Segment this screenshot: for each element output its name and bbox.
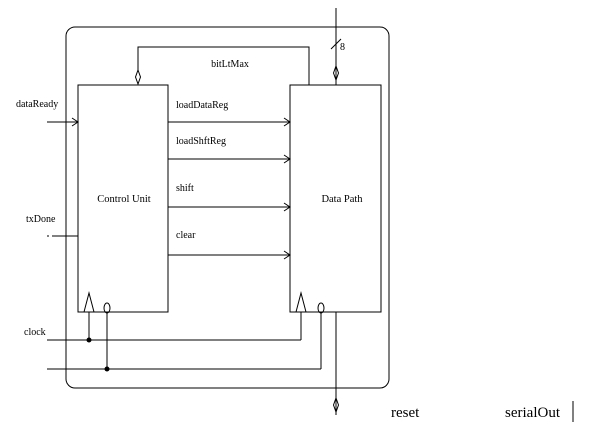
control-unit-label: Control Unit (97, 194, 150, 205)
clear-signal: clear (168, 230, 291, 260)
clear-label: clear (176, 230, 196, 241)
shift-label: shift (176, 183, 194, 194)
serial-out-label: serialOut (505, 405, 561, 421)
serial-out-wire (332, 312, 340, 415)
system-enclosure (65, 26, 390, 389)
load-shft-reg-label: loadShftReg (176, 136, 226, 147)
reset-net (47, 302, 325, 372)
bit-lt-max-wire (137, 46, 310, 85)
clock-junction-dot (86, 337, 92, 343)
tx-done-input: txDone (26, 214, 78, 237)
reset-junction-dot (104, 366, 110, 372)
bit-lt-max-input-marker (134, 68, 142, 86)
load-shft-reg-signal: loadShftReg (168, 136, 291, 164)
control-unit-reset-bubble (103, 302, 111, 314)
shift-signal: shift (168, 183, 291, 212)
control-unit-block (77, 84, 169, 313)
control-unit-clock-marker (83, 291, 95, 313)
clock-net: clock (24, 291, 307, 343)
reset-label: reset (391, 405, 420, 421)
load-data-reg-label: loadDataReg (176, 100, 228, 111)
bus-width-slash (330, 38, 342, 50)
bus-width-label: 8 (340, 42, 345, 53)
clock-label: clock (24, 327, 46, 338)
data-path-clock-marker (295, 291, 307, 313)
data-bus-8bit: 8 (330, 8, 345, 85)
data-path-label: Data Path (321, 194, 363, 205)
load-data-reg-signal: loadDataReg (168, 100, 291, 127)
bit-lt-max-label: bitLtMax (211, 59, 249, 70)
serial-out-marker (332, 396, 340, 414)
data-bus-input-marker (332, 64, 340, 82)
data-ready-input: dataReady (16, 99, 79, 127)
tx-done-label: txDone (26, 214, 56, 225)
data-ready-label: dataReady (16, 99, 58, 110)
data-path-reset-bubble (317, 302, 325, 314)
